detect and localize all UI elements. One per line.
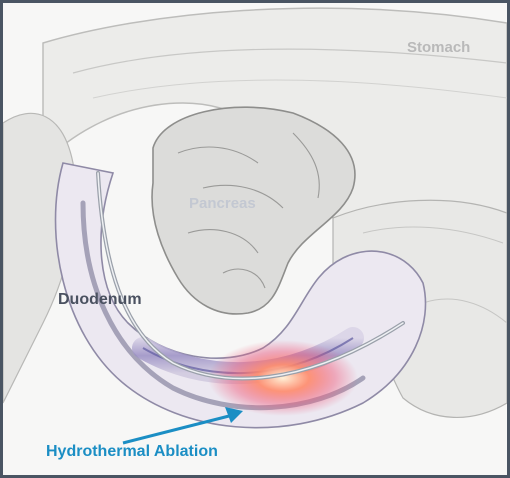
ablation-arrow	[123, 415, 233, 443]
anatomy-illustration	[3, 3, 507, 475]
pancreas-label: Pancreas	[189, 195, 256, 212]
stomach-label: Stomach	[407, 39, 470, 56]
duodenum-label: Duodenum	[58, 291, 142, 309]
hydrothermal-ablation-label: Hydrothermal Ablation	[46, 443, 218, 461]
